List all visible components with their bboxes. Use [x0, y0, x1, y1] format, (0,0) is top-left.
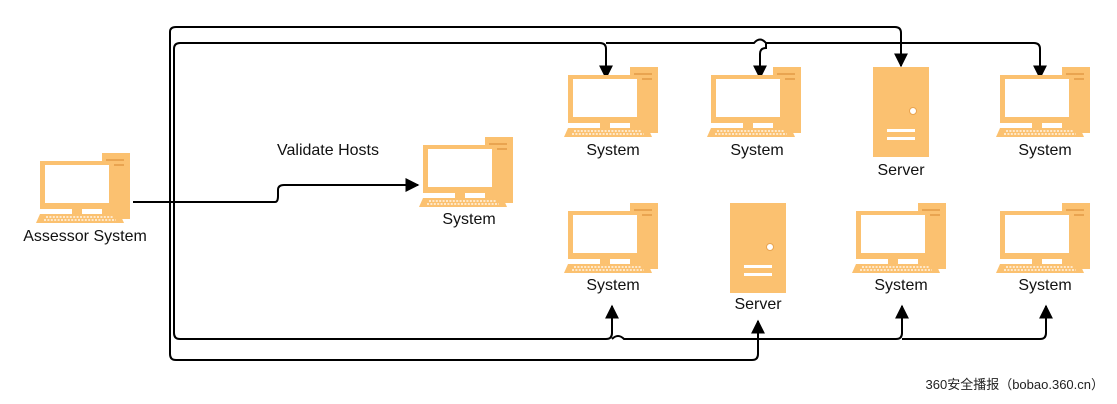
node-label-bottom-1: System: [586, 277, 639, 294]
server-tower-icon: [730, 203, 786, 293]
connector-top-system-2: [606, 38, 767, 80]
node-label-bottom-3: System: [874, 277, 927, 294]
connectors: [133, 26, 1053, 361]
node-label-target: System: [442, 211, 495, 228]
node-label-top-3: Server: [877, 162, 925, 179]
node-bottom-1: System: [563, 203, 659, 294]
desktop-computer-icon: [706, 67, 802, 137]
connector-validate-hosts: [170, 178, 420, 203]
node-label-bottom-2: Server: [734, 296, 782, 313]
node-label-top-1: System: [586, 142, 639, 159]
connector-top-system-4: [766, 42, 1047, 80]
connector-bottom-system-4: [902, 304, 1053, 340]
desktop-computer-icon: [563, 203, 659, 273]
desktop-computer-icon: [563, 67, 659, 137]
node-top-4: System: [995, 67, 1091, 159]
desktop-computer-icon: [418, 137, 514, 207]
desktop-computer-icon: [995, 203, 1091, 273]
node-label-top-2: System: [730, 142, 783, 159]
node-top-2: System: [706, 67, 802, 159]
connector-bottom-system-1: [173, 202, 619, 340]
node-bottom-2: Server: [730, 203, 786, 313]
node-label-assessor: Assessor System: [23, 228, 147, 245]
desktop-computer-icon: [35, 153, 131, 223]
server-tower-icon: [873, 67, 929, 157]
desktop-computer-icon: [995, 67, 1091, 137]
node-target-system: System: [418, 137, 514, 228]
connector-bottom-server: [169, 202, 765, 361]
connector-top-server: [169, 26, 908, 202]
node-bottom-4: System: [995, 203, 1091, 294]
node-assessor: Assessor System: [23, 153, 147, 245]
connector-top-system-1: [173, 42, 613, 202]
connector-bottom-system-3: [611, 304, 909, 340]
desktop-computer-icon: [851, 203, 947, 273]
node-label-top-4: System: [1018, 142, 1071, 159]
node-top-1: System: [563, 67, 659, 159]
node-label-bottom-4: System: [1018, 277, 1071, 294]
watermark-text: 360安全播报（bobao.360.cn）: [926, 377, 1104, 392]
node-bottom-3: System: [851, 203, 947, 294]
edge-label-validate-hosts: Validate Hosts: [277, 142, 379, 159]
node-top-3: Server: [873, 67, 929, 179]
